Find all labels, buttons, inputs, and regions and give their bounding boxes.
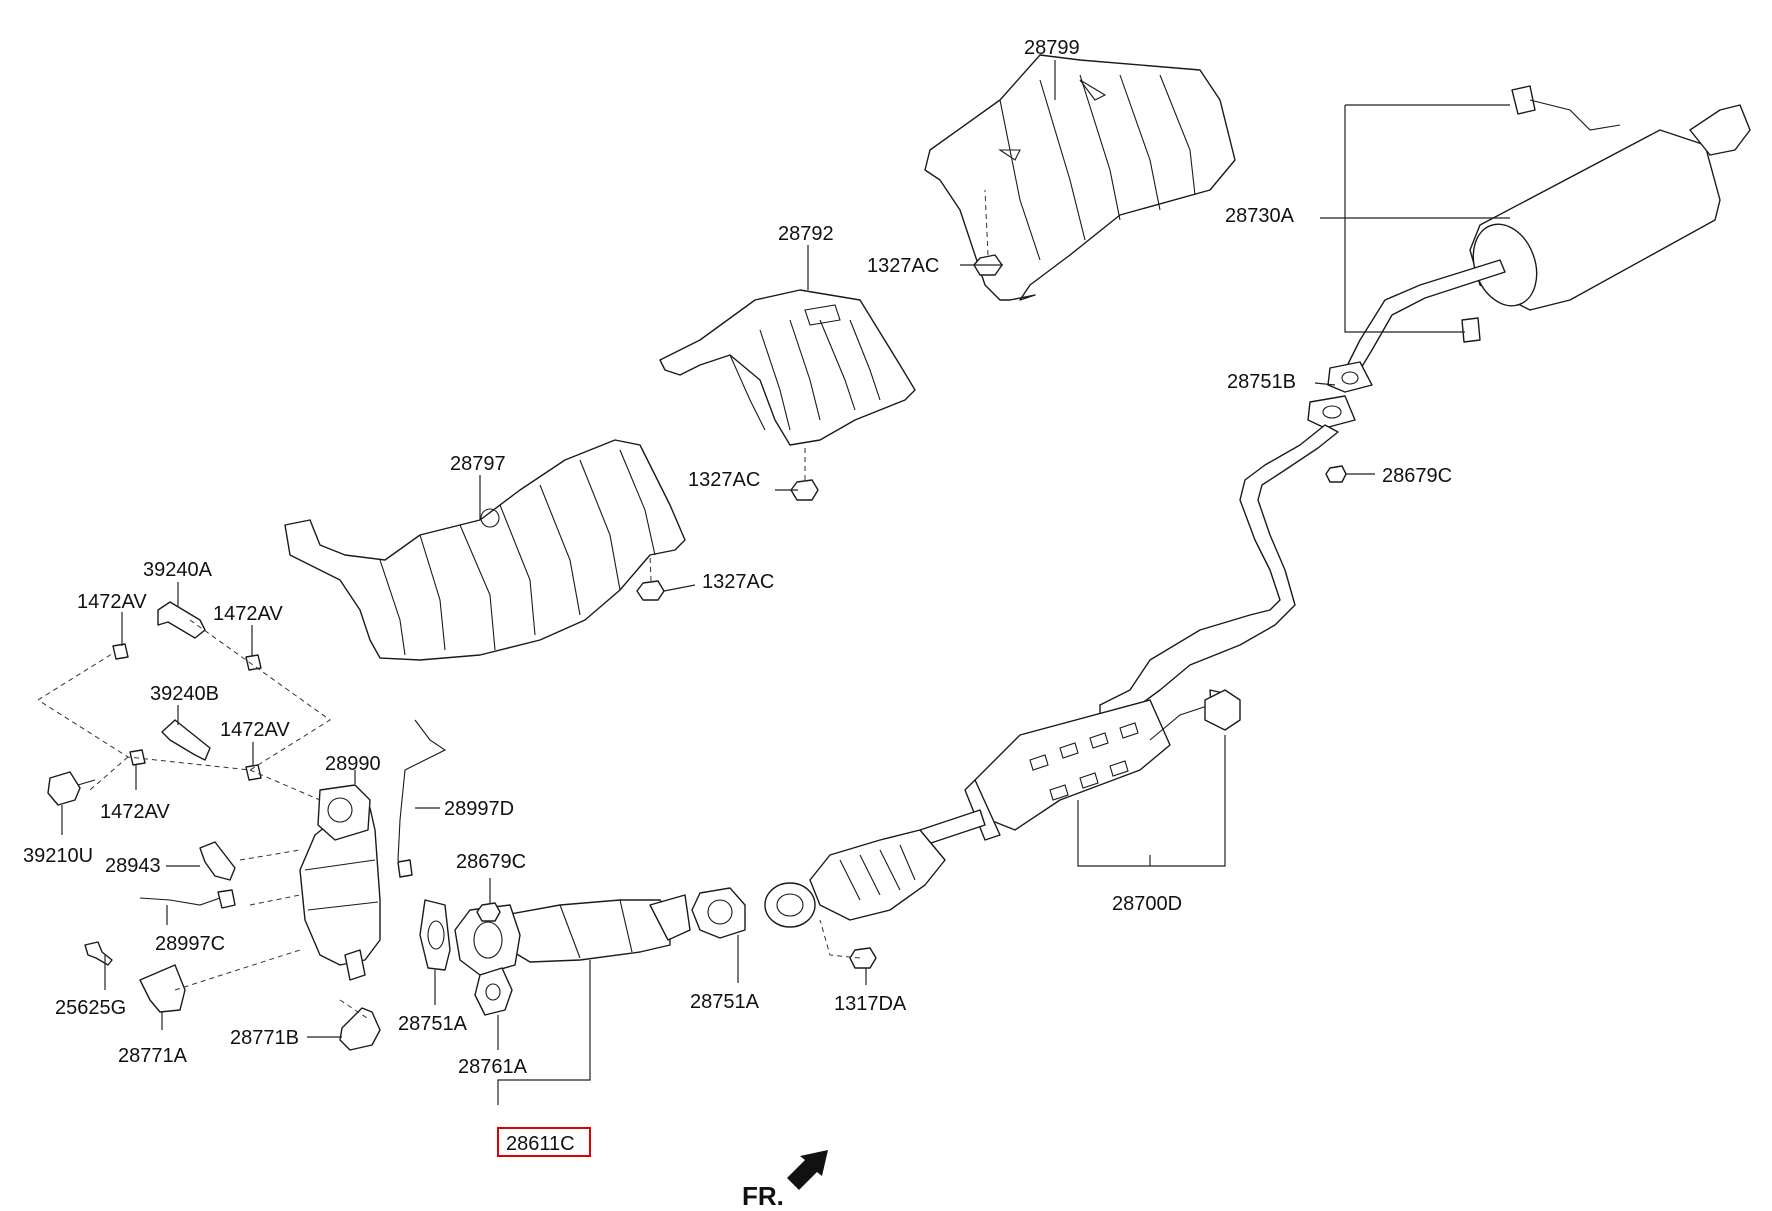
label-front-direction: FR.	[742, 1181, 784, 1211]
heat-shield-28797[interactable]	[284, 439, 686, 661]
label-28990: 28990	[325, 753, 381, 775]
label-28679c-front: 28679C	[456, 851, 526, 873]
label-1327ac-top: 1327AC	[867, 255, 939, 277]
nut-28679c-rear[interactable]	[1325, 465, 1347, 483]
label-1472av-a: 1472AV	[77, 591, 147, 613]
label-28997c: 28997C	[155, 933, 225, 955]
label-28611c: 28611C	[506, 1133, 575, 1155]
clamp-1472av-b[interactable]	[245, 654, 262, 671]
leader-lines	[61, 60, 1510, 1105]
label-1327ac-mid: 1327AC	[688, 469, 760, 491]
gasket-28751b[interactable]	[1307, 361, 1373, 429]
label-1317da: 1317DA	[834, 993, 907, 1015]
label-28761a: 28761A	[458, 1056, 528, 1078]
label-28730a: 28730A	[1225, 205, 1295, 227]
clamp-1472av-c[interactable]	[245, 764, 262, 781]
bracket-28771a[interactable]	[139, 964, 186, 1013]
catalytic-converter[interactable]	[764, 829, 946, 928]
label-28771b: 28771B	[230, 1027, 299, 1049]
nut-1327ac-mid[interactable]	[790, 445, 819, 501]
gasket-28751a-left[interactable]	[419, 899, 451, 971]
label-39240b: 39240B	[150, 683, 219, 705]
label-28943: 28943	[105, 855, 161, 877]
label-1327ac-left: 1327AC	[702, 571, 774, 593]
clamp-1472av-d[interactable]	[129, 749, 146, 766]
manifold-connection-lines	[174, 769, 371, 1021]
sensor-28997c[interactable]	[139, 889, 236, 909]
label-28751a-left: 28751A	[398, 1013, 468, 1035]
rear-muffler-28730a[interactable]	[1344, 85, 1751, 379]
hanger-28700d[interactable]	[1204, 689, 1241, 731]
label-28751b: 28751B	[1227, 371, 1296, 393]
label-28700d: 28700D	[1112, 893, 1182, 915]
label-28799: 28799	[1024, 37, 1080, 59]
label-28797: 28797	[450, 453, 506, 475]
hanger-28761a[interactable]	[474, 967, 513, 1016]
nut-1327ac-left[interactable]	[636, 554, 665, 601]
hose-39240a[interactable]	[157, 601, 206, 639]
label-28751a-right: 28751A	[690, 991, 760, 1013]
front-pipe-28611c[interactable]	[454, 894, 691, 976]
label-1472av-b: 1472AV	[213, 603, 283, 625]
nut-28679c-front[interactable]	[476, 902, 501, 922]
front-direction-arrow-icon	[787, 1150, 828, 1190]
heat-shield-28799[interactable]	[924, 54, 1236, 301]
bracket-28943[interactable]	[199, 841, 236, 881]
clamp-1472av-a[interactable]	[112, 643, 129, 660]
exhaust-manifold-28990[interactable]	[299, 784, 381, 981]
label-39210u: 39210U	[23, 845, 93, 867]
label-1472av-d: 1472AV	[100, 801, 170, 823]
hose-39240b[interactable]	[161, 719, 211, 761]
nut-1317da[interactable]	[819, 919, 877, 969]
label-28792: 28792	[778, 223, 834, 245]
highlight-box-28611c	[497, 1127, 591, 1157]
label-28997d: 28997D	[444, 798, 514, 820]
label-28771a: 28771A	[118, 1045, 188, 1067]
bracket-28771b[interactable]	[339, 1007, 381, 1051]
gasket-28751a-right[interactable]	[691, 887, 746, 939]
label-28679c-rear: 28679C	[1382, 465, 1452, 487]
label-25625g: 25625G	[55, 997, 126, 1019]
hose-assembly-boundary	[37, 619, 331, 791]
sensor-28997d[interactable]	[397, 719, 447, 878]
sensor-39210u[interactable]	[47, 771, 96, 806]
label-1472av-c: 1472AV	[220, 719, 290, 741]
center-pipe-28700d[interactable]	[919, 424, 1339, 846]
bolt-25625g[interactable]	[84, 941, 113, 966]
heat-shield-28792[interactable]	[659, 289, 916, 446]
label-39240a: 39240A	[143, 559, 213, 581]
